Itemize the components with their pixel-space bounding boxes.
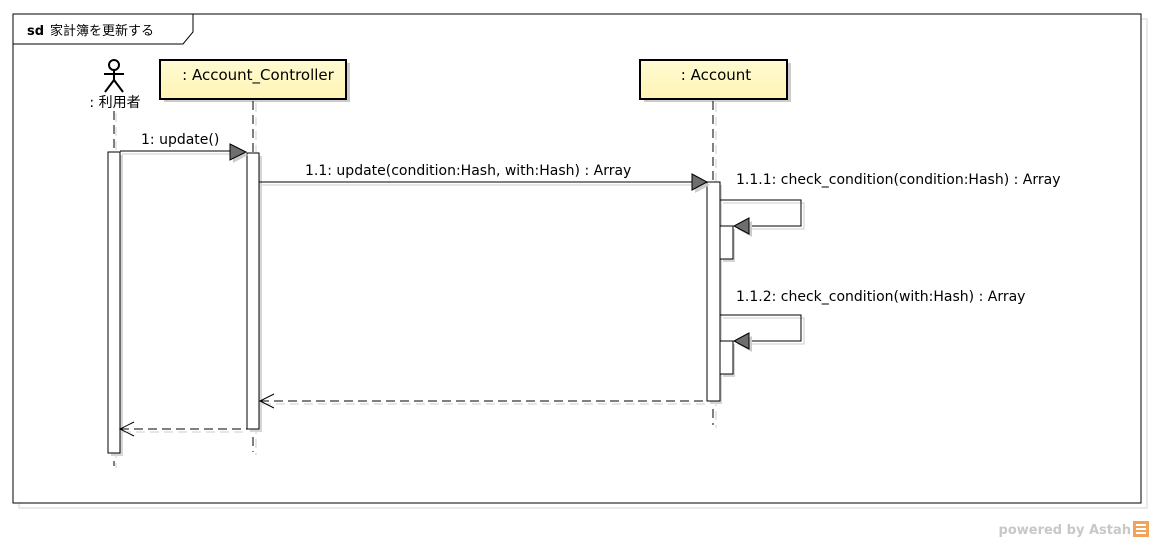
account-lifeline-label: : Account	[681, 66, 752, 84]
astah-logo-icon	[1133, 521, 1149, 537]
actor-label: : 利用者	[89, 95, 140, 111]
account-lifeline-box	[639, 59, 788, 100]
message-1-arrow	[120, 143, 248, 163]
message-1-1-1-arrow	[720, 199, 805, 237]
frame-title-tab	[12, 13, 194, 45]
self-activation-2	[719, 340, 734, 375]
actor-activation	[107, 151, 121, 454]
frame-title: sd 家計簿を更新する	[27, 23, 154, 39]
message-1-1-label: 1.1: update(condition:Hash, with:Hash) :…	[305, 163, 631, 179]
return-1-arrow	[118, 421, 247, 437]
frame-keyword: sd	[27, 24, 44, 39]
return-1-1-arrow	[258, 393, 707, 409]
frame-name: 家計簿を更新する	[50, 23, 154, 39]
stick-figure-icon	[104, 59, 124, 93]
message-1-1-arrow	[259, 173, 710, 193]
controller-lifeline-box	[159, 59, 347, 100]
controller-activation	[246, 152, 260, 430]
controller-lifeline-label: : Account_Controller	[182, 66, 335, 85]
account-activation	[706, 181, 721, 402]
powered-by-watermark: powered by Astah	[999, 523, 1131, 538]
self-activation-1	[719, 225, 734, 260]
message-1-label: 1: update()	[141, 132, 219, 148]
message-1-1-1-label: 1.1.1: check_condition(condition:Hash) :…	[736, 172, 1060, 188]
message-1-1-2-arrow	[720, 314, 805, 352]
message-1-1-2-label: 1.1.2: check_condition(with:Hash) : Arra…	[736, 289, 1025, 305]
